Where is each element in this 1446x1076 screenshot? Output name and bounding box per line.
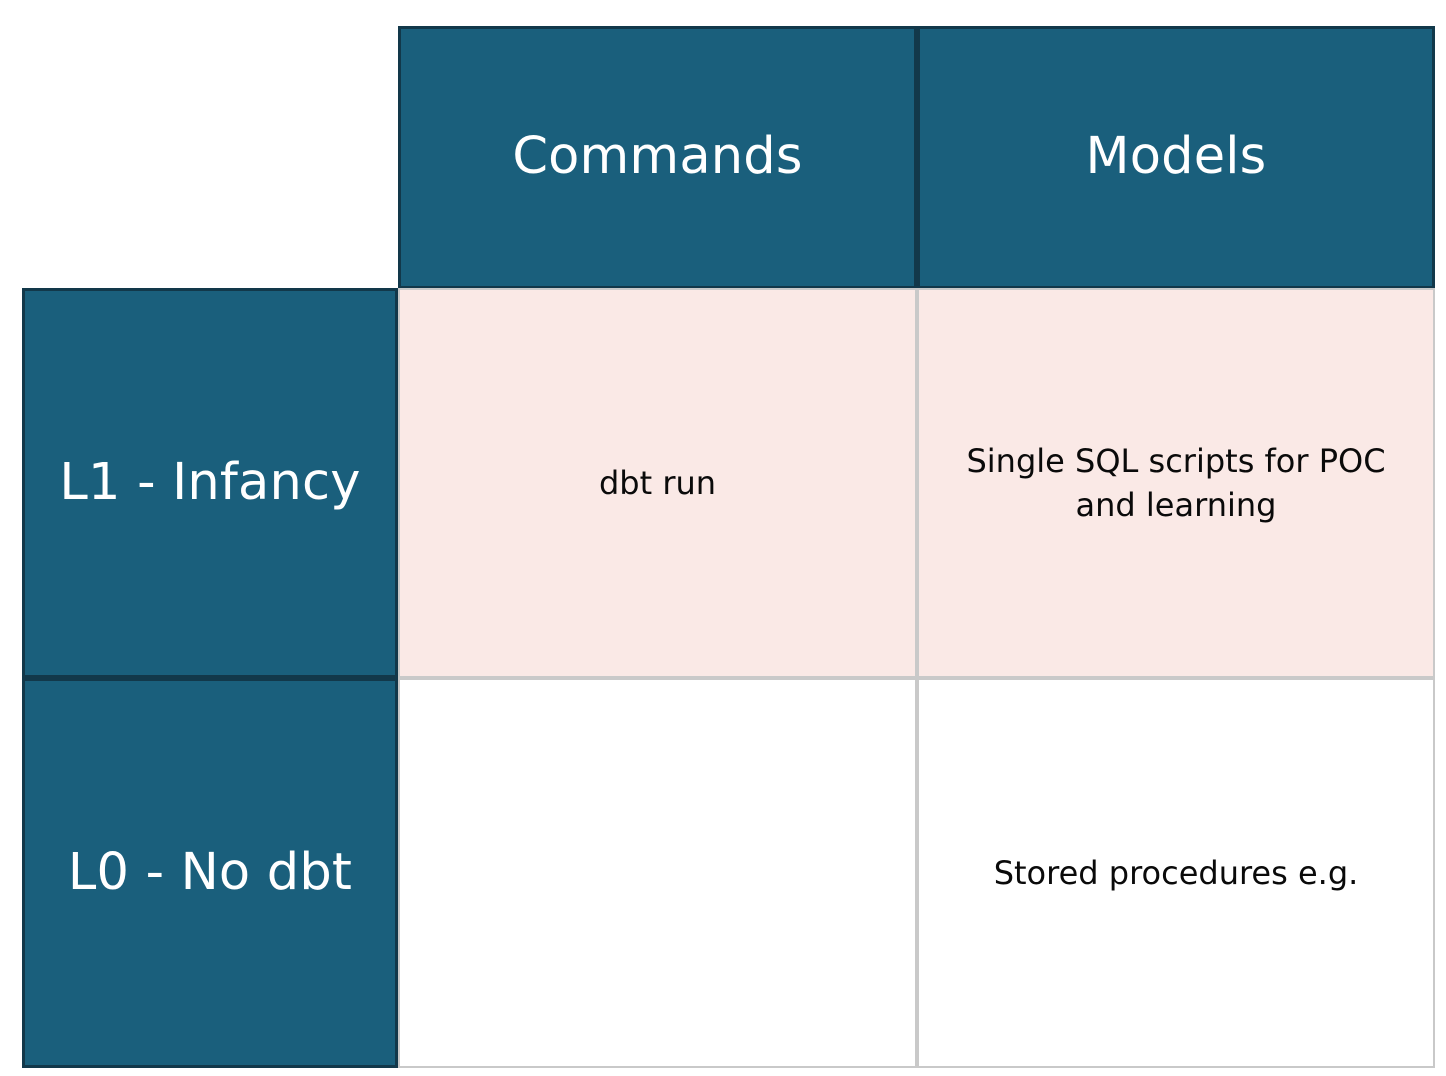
- cell-l0-models[interactable]: Stored procedures e.g.: [917, 678, 1435, 1068]
- column-header-models-label: Models: [1085, 127, 1267, 187]
- cell-l0-commands[interactable]: [398, 678, 917, 1068]
- column-header-models[interactable]: Models: [917, 26, 1435, 289]
- cell-l0-models-text: Stored procedures e.g.: [993, 853, 1359, 892]
- row-header-l0-no-dbt-label: L0 - No dbt: [67, 842, 353, 902]
- column-header-commands-label: Commands: [512, 127, 803, 187]
- column-header-commands[interactable]: Commands: [398, 26, 917, 289]
- row-header-l1-infancy[interactable]: L1 - Infancy: [22, 288, 398, 678]
- row-header-l0-no-dbt[interactable]: L0 - No dbt: [22, 678, 398, 1068]
- cell-l1-commands-text: dbt run: [598, 463, 717, 502]
- matrix-corner-cell: [22, 26, 398, 289]
- cell-l1-models-text: Single SQL scripts for POC and learning: [966, 441, 1386, 524]
- cell-l1-commands[interactable]: dbt run: [398, 288, 917, 678]
- row-header-l1-infancy-label: L1 - Infancy: [59, 452, 361, 512]
- cell-l1-models[interactable]: Single SQL scripts for POC and learning: [917, 288, 1435, 678]
